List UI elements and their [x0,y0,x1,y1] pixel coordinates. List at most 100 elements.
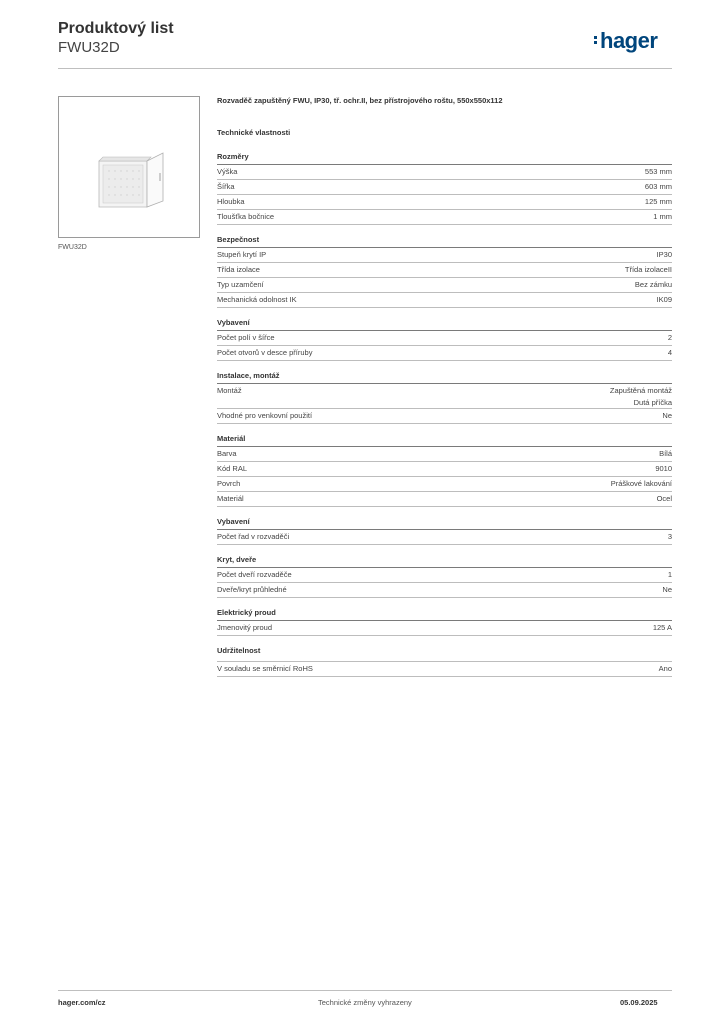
spec-label: Jmenovitý proud [217,623,273,632]
footer-date: 05.09.2025 [620,998,658,1007]
spec-row: Dveře/kryt průhledné Ne [217,583,672,598]
spec-label: Počet polí v šířce [217,333,275,342]
spec-label: Barva [217,449,237,458]
footer-notice: Technické změny vyhrazeny [318,998,412,1007]
spec-row: Hloubka 125 mm [217,195,672,210]
spec-value: 603 mm [644,182,672,191]
spec-label: Šířka [217,182,235,191]
section-title: Bezpečnost [217,234,672,248]
spec-label: Stupeň krytí IP [217,250,267,259]
spec-label: Mechanická odolnost IK [217,295,297,304]
spec-row: Stupeň krytí IP IP30 [217,248,672,263]
spec-label: Hloubka [217,197,245,206]
spec-value: 1 [667,570,672,579]
spec-sections: Rozměry Výška 553 mm Šířka 603 mm Hloubka 1… [217,151,672,677]
header-divider [58,68,672,69]
spec-row: V souladu se směrnicí RoHS Ano [217,661,672,677]
technical-properties-heading: Technické vlastnosti [217,128,291,137]
spec-value: Ocel [656,494,672,503]
footer-website-link[interactable]: hager.com/cz [58,998,106,1007]
spec-value: 9010 [655,464,672,473]
spec-label: Typ uzamčení [217,280,264,289]
spec-row: Tloušťka bočnice 1 mm [217,210,672,225]
spec-label: Dveře/kryt průhledné [217,585,287,594]
spec-value: 553 mm [644,167,672,176]
spec-value: 4 [667,348,672,357]
spec-row: Barva Bílá [217,447,672,462]
section-equipment: Vybavení Počet polí v šířce 2 Počet otvor… [217,317,672,361]
section-material: Materiál Barva Bílá Kód RAL 9010 Povrch Prá… [217,433,672,507]
section-equipment-rows: Vybavení Počet řad v rozvaděči 3 [217,516,672,545]
spec-content: Rozvaděč zapuštěný FWU, IP30, tř. ochr.I… [217,96,672,677]
product-image [58,96,200,238]
spec-value: 125 A [652,623,672,632]
spec-value: 3 [667,532,672,541]
distribution-box-icon [98,152,164,208]
spec-row: Materiál Ocel [217,492,672,507]
spec-value: 2 [667,333,672,342]
section-title: Instalace, montáž [217,370,672,384]
spec-value: Třída izolaceII [624,265,672,274]
spec-row: Počet otvorů v desce příruby 4 [217,346,672,361]
spec-row: Počet řad v rozvaděči 3 [217,530,672,545]
spec-label: Povrch [217,479,241,488]
spec-label: Montáž [217,386,242,395]
spec-label: Tloušťka bočnice [217,212,275,221]
hager-logo: hager [594,28,658,54]
spec-label: Počet dveří rozvaděče [217,570,292,579]
spec-value: Ne [662,411,672,420]
section-title: Rozměry [217,151,672,165]
product-description: Rozvaděč zapuštěný FWU, IP30, tř. ochr.I… [217,96,503,105]
spec-label: Počet otvorů v desce příruby [217,348,313,357]
spec-row: Kód RAL 9010 [217,462,672,477]
section-title: Kryt, dveře [217,554,672,568]
image-caption: FWU32D [58,244,87,251]
spec-label: Materiál [217,494,244,503]
spec-row: Třída izolace Třída izolaceII [217,263,672,278]
section-title: Udržitelnost [217,646,261,655]
section-cover-doors: Kryt, dveře Počet dveří rozvaděče 1 Dveře… [217,554,672,598]
spec-value: Bez zámku [634,280,672,289]
logo-text: hager [600,28,658,53]
section-dimensions: Rozměry Výška 553 mm Šířka 603 mm Hloubka 1… [217,151,672,225]
spec-row: Povrch Práškové lakování [217,477,672,492]
section-title: Vybavení [217,516,672,530]
section-sustainability: Udržitelnost V souladu se směrnicí RoHS A… [217,645,672,677]
spec-value: 125 mm [644,197,672,206]
section-title: Vybavení [217,317,672,331]
product-code: FWU32D [58,39,120,56]
spec-row: Šířka 603 mm [217,180,672,195]
footer-divider [58,990,672,991]
section-installation: Instalace, montáž Montáž Zapuštěná montáž… [217,370,672,424]
section-electric-current: Elektrický proud Jmenovitý proud 125 A [217,607,672,636]
spec-row: Výška 553 mm [217,165,672,180]
spec-value: Bílá [659,449,672,458]
spec-value-line: Zapuštěná montáž [609,386,672,395]
spec-row: Mechanická odolnost IK IK09 [217,293,672,308]
spec-row: Typ uzamčení Bez zámku [217,278,672,293]
spec-row: Počet polí v šířce 2 [217,331,672,346]
page-title: Produktový list [58,20,174,37]
spec-value: 1 mm [653,212,672,221]
spec-value-line: Dutá příčka [633,397,672,407]
spec-row: Jmenovitý proud 125 A [217,621,672,636]
section-title: Materiál [217,433,672,447]
spec-row: Počet dveří rozvaděče 1 [217,568,672,583]
spec-label: Kód RAL [217,464,248,473]
spec-value: IK09 [656,295,672,304]
spec-value: Práškové lakování [610,479,672,488]
spec-label: Třída izolace [217,265,260,274]
spec-value: Ne [662,585,672,594]
spec-label: Vhodné pro venkovní použití [217,411,313,420]
section-title: Elektrický proud [217,607,672,621]
spec-label: Počet řad v rozvaděči [217,532,290,541]
spec-label: Výška [217,167,238,176]
logo-dots-icon [594,34,598,46]
spec-row: Vhodné pro venkovní použití Ne [217,409,672,424]
spec-value: IP30 [656,250,672,259]
spec-value: Ano [658,664,672,673]
section-safety: Bezpečnost Stupeň krytí IP IP30 Třída izo… [217,234,672,308]
spec-label: V souladu se směrnicí RoHS [217,664,313,673]
